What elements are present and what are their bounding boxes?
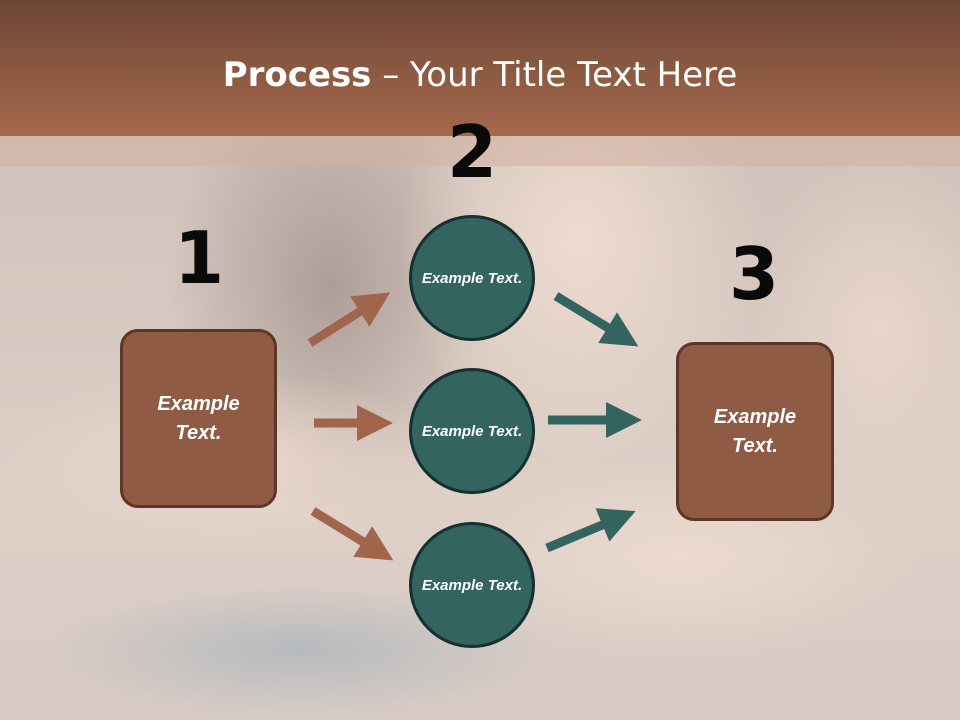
title-strong: Process xyxy=(222,55,372,95)
circle-middle-label: Example Text. xyxy=(421,422,523,440)
circle-top-label: Example Text. xyxy=(421,269,523,287)
header-bar xyxy=(0,0,960,136)
header-strip xyxy=(0,136,960,166)
step-2-circle-bottom[interactable]: Example Text. xyxy=(409,522,535,648)
step-2-circle-top[interactable]: Example Text. xyxy=(409,215,535,341)
arrow-bottom-to-3 xyxy=(545,508,636,553)
arrow-1-to-bottom xyxy=(310,507,394,561)
arrow-top-to-3 xyxy=(553,292,639,347)
step-3-box-label: Example Text. xyxy=(713,405,797,457)
step-1-box[interactable]: Example Text. xyxy=(120,329,277,508)
title-rest: – Your Title Text Here xyxy=(371,55,738,95)
step-3-box[interactable]: Example Text. xyxy=(676,342,834,521)
step-number-1: 1 xyxy=(173,216,225,300)
step-1-box-label: Example Text. xyxy=(157,392,240,444)
arrow-1-to-top xyxy=(307,292,391,347)
step-2-circle-middle[interactable]: Example Text. xyxy=(409,368,535,494)
step-number-3: 3 xyxy=(728,232,780,316)
step-number-2: 2 xyxy=(446,110,498,194)
circle-bottom-label: Example Text. xyxy=(421,576,523,594)
slide-title: Process – Your Title Text Here xyxy=(0,52,960,98)
